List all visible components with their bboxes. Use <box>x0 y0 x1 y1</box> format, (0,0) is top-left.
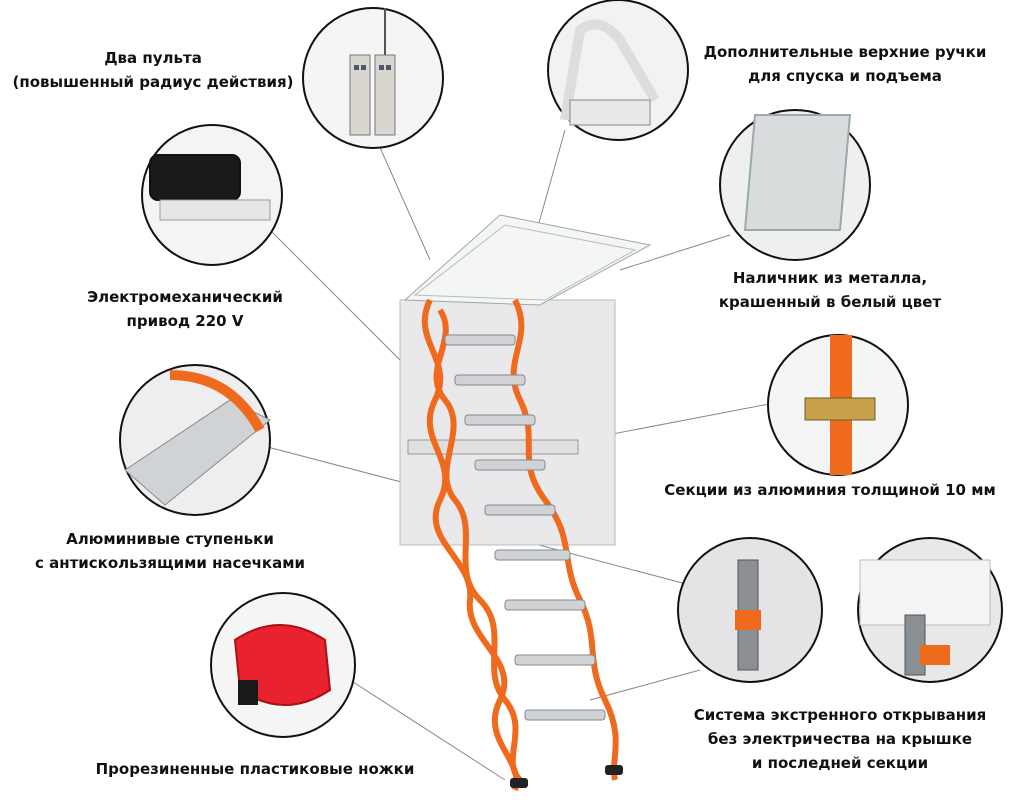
label-handles-line1: Дополнительные верхние ручки <box>703 43 987 61</box>
detail-feet <box>210 592 356 738</box>
label-emergency-line2: без электричества на крышке <box>707 730 973 748</box>
detail-emergency-2 <box>857 537 1003 683</box>
handle-icon <box>560 19 660 121</box>
label-sections: Секции из алюминия толщиной 10 мм <box>650 478 1010 502</box>
detail-steps <box>119 364 271 516</box>
trim-icon <box>743 114 852 231</box>
label-emergency-line1: Система экстренного открывания <box>693 706 987 724</box>
foot-icon <box>233 624 332 706</box>
label-remotes-line1: Два пульта <box>104 49 202 67</box>
ladder-steps <box>444 334 606 721</box>
label-steps: Алюминивые ступеньки с антискользящими н… <box>20 527 320 575</box>
label-drive: Электромеханический привод 220 V <box>70 285 300 333</box>
label-feet-line1: Прорезиненные пластиковые ножки <box>95 760 415 778</box>
label-trim: Наличник из металла, крашенный в белый ц… <box>705 266 955 314</box>
label-feet: Прорезиненные пластиковые ножки <box>80 757 430 781</box>
detail-drive <box>141 124 283 266</box>
detail-remotes <box>302 7 444 149</box>
detail-trim <box>719 109 871 261</box>
step-icon <box>124 399 271 506</box>
motor-icon <box>149 154 241 201</box>
label-drive-line1: Электромеханический <box>87 288 283 306</box>
label-steps-line2: с антискользящими насечками <box>34 554 305 572</box>
label-trim-line2: крашенный в белый цвет <box>718 293 942 311</box>
ladder-feet <box>510 765 623 788</box>
detail-handles <box>547 0 689 141</box>
label-emergency: Система экстренного открывания без элект… <box>680 703 1000 775</box>
bolt-icon <box>804 397 876 421</box>
remote-control-icon <box>354 65 391 70</box>
label-trim-line1: Наличник из металла, <box>732 269 928 287</box>
label-handles-line2: для спуска и подъема <box>748 67 942 85</box>
label-sections-line1: Секции из алюминия толщиной 10 мм <box>664 481 996 499</box>
label-handles: Дополнительные верхние ручки для спуска … <box>695 40 995 88</box>
label-emergency-line3: и последней секции <box>751 754 929 772</box>
detail-emergency-1 <box>677 537 823 683</box>
detail-bolt <box>767 334 909 476</box>
label-steps-line1: Алюминивые ступеньки <box>66 530 274 548</box>
label-drive-line2: привод 220 V <box>126 312 244 330</box>
connector-lines <box>259 124 791 781</box>
label-remotes-line2: (повышенный радиус действия) <box>12 73 294 91</box>
label-remotes: Два пульта (повышенный радиус действия) <box>8 46 298 94</box>
